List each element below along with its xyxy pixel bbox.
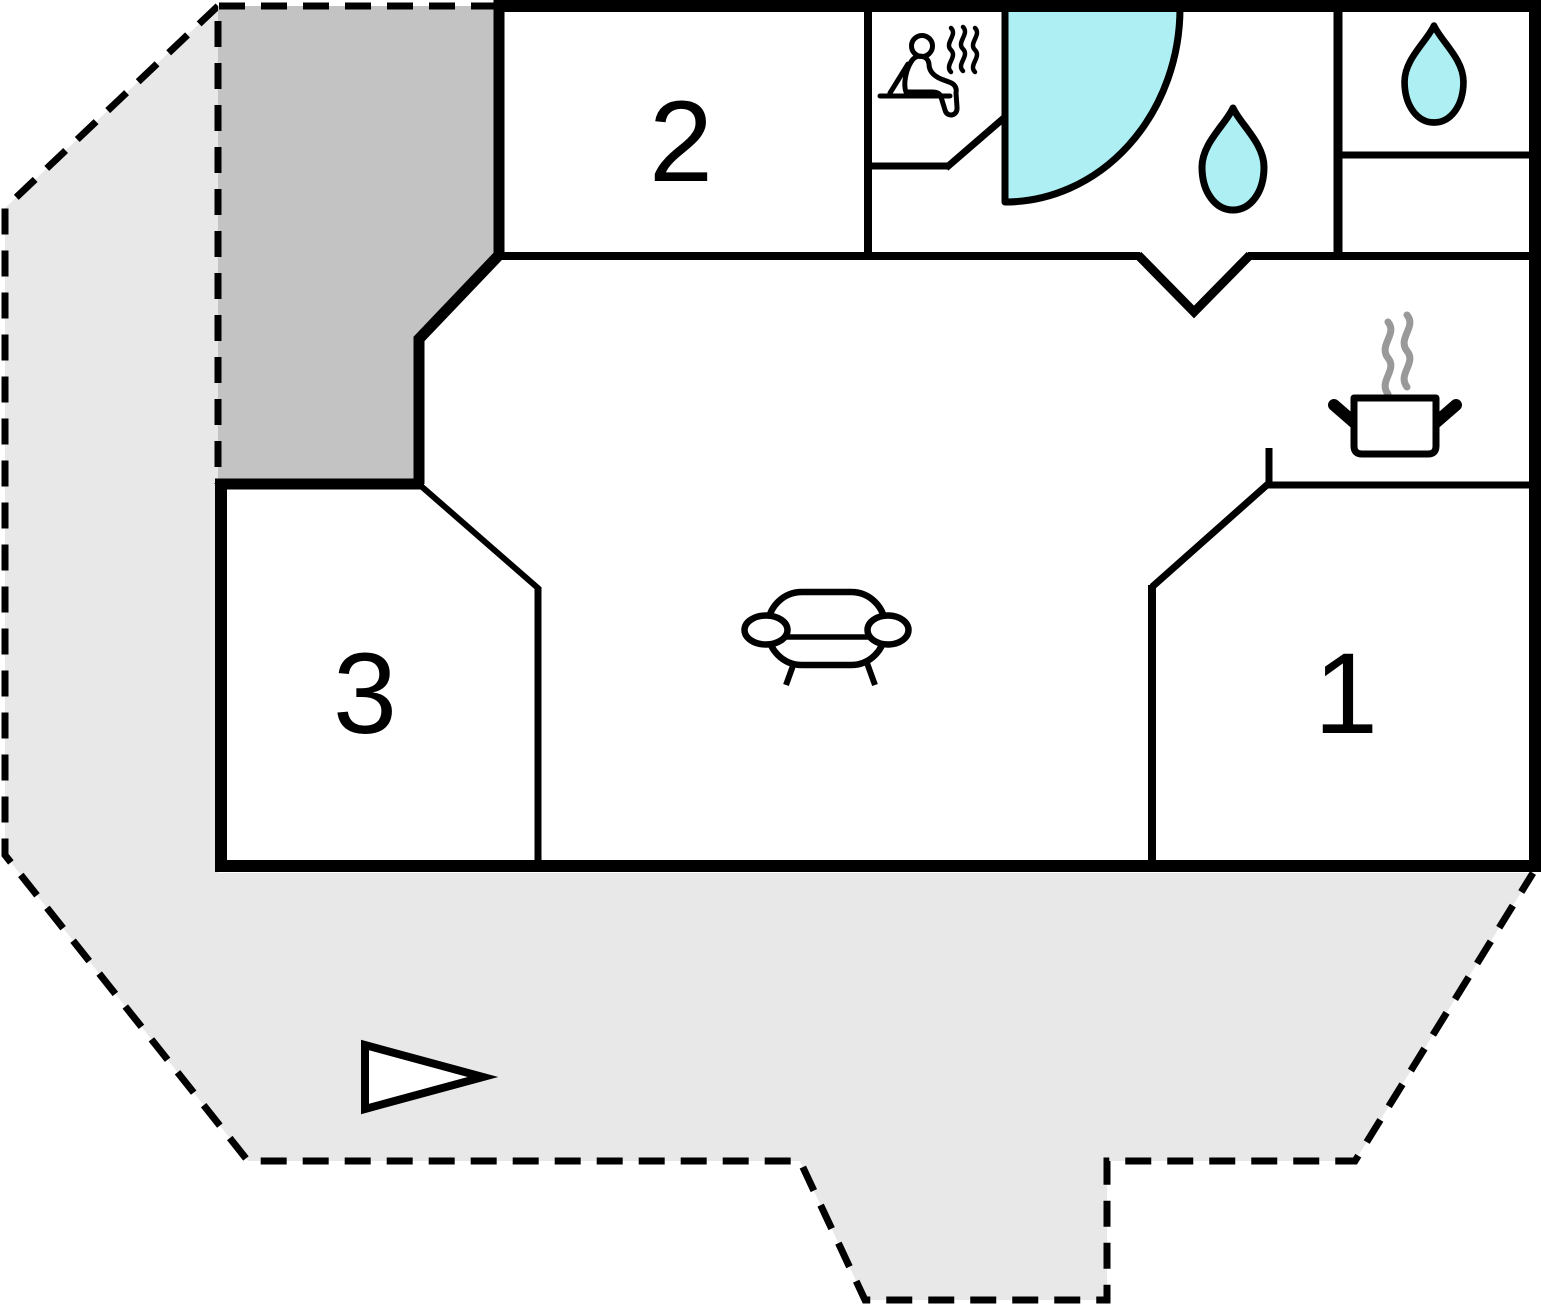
- sauna-door-line: [943, 114, 1008, 171]
- room1-chamfer-wall: [1149, 481, 1271, 590]
- door-notch: [1134, 251, 1254, 319]
- room-2-label: 2: [649, 78, 713, 206]
- outer-wall: [215, 0, 1541, 872]
- steam-icon: [1381, 311, 1414, 398]
- cooking-pot-icon: [1328, 394, 1462, 458]
- carport-dashed-border: [214, 2, 497, 484]
- water-drop-icon: [1198, 104, 1268, 214]
- sofa-icon: [741, 588, 912, 687]
- sauna-person-arm: [887, 61, 911, 96]
- water-drop-icon: [1401, 22, 1467, 126]
- terrace-dashed-border: [1, 3, 1536, 1304]
- direction-arrow-icon: [361, 1039, 499, 1115]
- sauna-steam-icon: [946, 24, 980, 75]
- room-1-label: 1: [1314, 630, 1378, 758]
- carport-wall: [413, 0, 505, 484]
- house-interior: [215, 0, 1541, 872]
- carport-area: [218, 6, 500, 484]
- room3-chamfer-wall: [419, 483, 541, 592]
- sauna-person-icon: [877, 33, 960, 118]
- terrace-area: [5, 6, 1533, 1300]
- shower-door-icon: [1001, 4, 1184, 206]
- room-3-label: 3: [333, 630, 397, 758]
